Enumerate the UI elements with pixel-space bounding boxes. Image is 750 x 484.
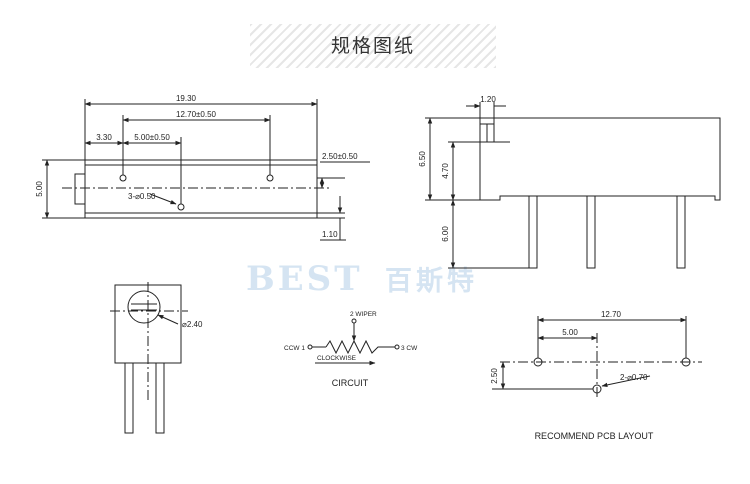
side-view (42, 99, 370, 241)
end-pin-1 (528, 195, 538, 269)
dim-pin-span: 12.70±0.50 (176, 110, 217, 119)
front-pin-left (124, 362, 134, 434)
end-pin-3 (676, 195, 686, 269)
dim-second-pin: 5.00±0.50 (134, 133, 170, 142)
front-pin-right (155, 362, 165, 434)
watermark: BEST 百斯特 (246, 259, 478, 299)
side-pin-2 (177, 203, 185, 211)
dim-screw: ⌀2.40 (182, 320, 203, 329)
end-body (479, 117, 721, 201)
end-view-labels: 1.20 6.50 4.70 6.00 (418, 95, 496, 242)
front-screw (127, 290, 161, 324)
dim-slot-height: 4.70 (441, 163, 450, 179)
circuit-title: CIRCUIT (332, 378, 369, 388)
circuit-pin1: CCW 1 (284, 345, 305, 352)
header-banner: 规格图纸 (250, 24, 496, 68)
side-body (84, 159, 318, 219)
page-title: 规格图纸 (330, 35, 415, 57)
dim-first-pin: 3.30 (96, 133, 112, 142)
pcb-dim-offset: 5.00 (562, 328, 578, 337)
pcb-layout (492, 316, 702, 400)
pcb-labels: 12.70 5.00 2.50 2-⌀0.70 RECOMMEND PCB LA… (490, 310, 654, 441)
dim-bottom: 1.10 (322, 230, 338, 239)
pcb-hole-note: 2-⌀0.70 (620, 373, 648, 382)
side-pin-1 (119, 174, 127, 182)
pcb-title: RECOMMEND PCB LAYOUT (535, 431, 654, 441)
front-view (110, 282, 188, 434)
dim-height: 5.00 (35, 181, 44, 197)
dim-pin-length: 6.00 (441, 226, 450, 242)
pcb-dim-span: 12.70 (601, 310, 622, 319)
dim-total-length: 19.30 (176, 94, 197, 103)
end-pin-2 (586, 195, 596, 269)
pcb-dim-vertical: 2.50 (490, 368, 499, 384)
dim-body-height: 6.50 (418, 151, 427, 167)
dim-thickness: 1.20 (480, 95, 496, 104)
circuit-labels: CCW 1 2 WIPER 3 CW CLOCKWISE CIRCUIT (284, 311, 418, 388)
resistor-icon (325, 339, 395, 355)
end-view (425, 102, 721, 269)
adjust-screw (74, 173, 86, 205)
circuit-schematic (307, 318, 400, 366)
side-view-labels: 19.30 12.70±0.50 3.30 5.00±0.50 5.00 2.5… (35, 94, 358, 239)
watermark-chinese: 百斯特 (385, 266, 478, 297)
circuit-direction: CLOCKWISE (317, 355, 357, 362)
pin-note: 3-⌀0.50 (128, 192, 156, 201)
circuit-pin3: 3 CW (401, 345, 418, 352)
circuit-pin2: 2 WIPER (350, 311, 377, 318)
watermark-brand: BEST (246, 259, 363, 299)
dim-offset: 2.50±0.50 (322, 152, 358, 161)
side-pin-3 (266, 174, 274, 182)
